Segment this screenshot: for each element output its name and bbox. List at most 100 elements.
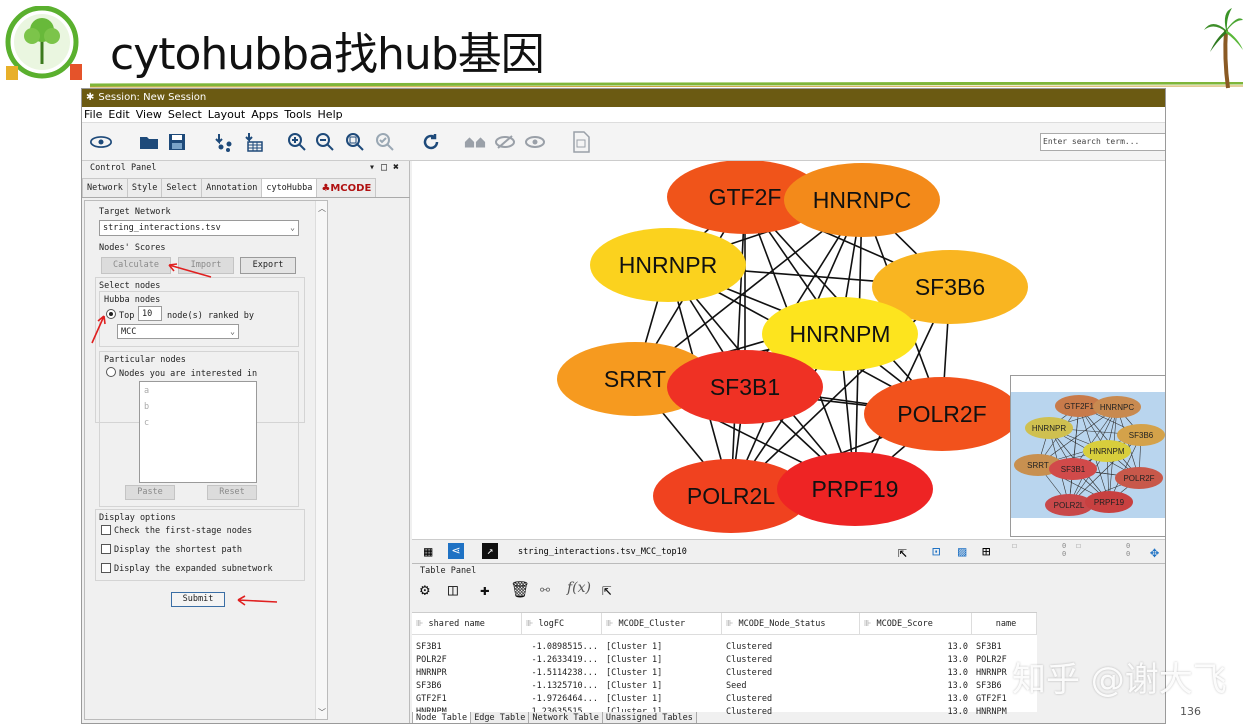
particular-nodes-radio[interactable]	[106, 367, 116, 377]
zoom-selected-icon[interactable]	[374, 132, 396, 152]
node-hnrnpr[interactable]: HNRNPR	[590, 228, 746, 302]
shortest-path-checkbox[interactable]	[101, 544, 111, 554]
nodes-textarea[interactable]: a b c	[139, 381, 257, 483]
table-cell[interactable]: SF3B6	[976, 681, 1002, 691]
node-sf3b6[interactable]: SF3B6	[872, 250, 1028, 324]
table-cell[interactable]: HNRNPR	[416, 668, 447, 678]
table-cell[interactable]: SF3B1	[976, 642, 1002, 652]
save-icon[interactable]	[166, 132, 188, 152]
table-cell[interactable]: Seed	[726, 681, 747, 691]
node-shape[interactable]	[864, 377, 1020, 451]
export-icon[interactable]: ⇱	[898, 543, 908, 561]
top-count-input[interactable]: 10	[138, 306, 162, 321]
table-cell[interactable]: HNRNPR	[976, 668, 1007, 678]
table-row[interactable]: GTF2F1 -1.9726464... [Cluster 1] Clustered 1…	[412, 693, 1037, 706]
scroll-up-icon[interactable]: ︿	[318, 204, 326, 213]
select-all-icon[interactable]: ⊞	[982, 544, 991, 560]
table-cell[interactable]: SF3B1	[416, 642, 442, 652]
menu-select[interactable]: Select	[167, 108, 202, 121]
tab-unassigned-tables[interactable]: Unassigned Tables	[601, 712, 697, 723]
panel-window-controls[interactable]: ▾□✖	[368, 162, 405, 173]
col-mcode-score[interactable]: ⊪ MCODE_Score	[860, 613, 972, 634]
table-cell[interactable]: -1.1325710...	[531, 681, 598, 691]
menu-file[interactable]: File	[84, 108, 103, 121]
node-prpf19[interactable]: PRPF19	[777, 452, 933, 526]
table-cell[interactable]: [Cluster 1]	[606, 694, 663, 704]
table-row[interactable]: SF3B6 -1.1325710... [Cluster 1] Seed 13.0 SF3…	[412, 680, 1037, 693]
node-shape[interactable]	[667, 350, 823, 424]
first-stage-checkbox[interactable]	[101, 525, 111, 535]
paste-button[interactable]: Paste	[125, 485, 175, 500]
eye-network-icon[interactable]	[90, 132, 112, 152]
tab-style[interactable]: Style	[126, 178, 163, 197]
reset-button[interactable]: Reset	[207, 485, 257, 500]
table-cell[interactable]: -1.9726464...	[531, 694, 598, 704]
col-logfc[interactable]: ⊪ logFC	[522, 613, 602, 634]
panel-scrollbar[interactable]: ︿ ﹀	[315, 201, 327, 719]
menu-edit[interactable]: Edit	[108, 108, 130, 121]
zoom-in-icon[interactable]	[286, 132, 308, 152]
col-name[interactable]: name	[972, 613, 1037, 634]
home-nodes-icon[interactable]	[464, 132, 486, 152]
table-cell[interactable]: Clustered	[726, 668, 773, 678]
table-cell[interactable]: -1.0898515...	[531, 642, 598, 652]
table-cell[interactable]: 13.0	[947, 681, 968, 691]
search-input[interactable]: Enter search term...	[1040, 133, 1165, 151]
import-button[interactable]: Import	[178, 257, 234, 274]
export-image-icon[interactable]: ↗	[482, 543, 498, 559]
table-cell[interactable]: [Cluster 1]	[606, 642, 663, 652]
node-shape[interactable]	[872, 250, 1028, 324]
import-network-icon[interactable]	[212, 132, 234, 152]
node-polr2f[interactable]: POLR2F	[864, 377, 1020, 451]
table-cell[interactable]: SF3B6	[416, 681, 442, 691]
table-cell[interactable]: Clustered	[726, 655, 773, 665]
tab-annotation[interactable]: Annotation	[201, 178, 263, 197]
table-cell[interactable]: GTF2F1	[416, 694, 447, 704]
table-cell[interactable]: Clustered	[726, 694, 773, 704]
function-icon[interactable]: f(x)	[567, 580, 592, 596]
refresh-icon[interactable]	[420, 132, 442, 152]
share-icon[interactable]: ⋖	[448, 543, 464, 559]
top-nodes-radio[interactable]	[106, 309, 116, 319]
export-button[interactable]: Export	[240, 257, 296, 274]
menu-view[interactable]: View	[135, 108, 162, 121]
tab-node-table[interactable]: Node Table	[412, 712, 472, 723]
col-shared-name[interactable]: ⊪ shared name	[412, 613, 522, 634]
delete-icon[interactable]: 🗑	[510, 580, 531, 599]
select-nodes-icon[interactable]: ⊡	[932, 544, 941, 560]
tab-select[interactable]: Select	[161, 178, 203, 197]
table-cell[interactable]: Clustered	[726, 707, 773, 717]
target-network-select[interactable]: string_interactions.tsv ⌄	[99, 220, 299, 236]
calculate-button[interactable]: Calculate	[101, 257, 171, 274]
col-mcode-cluster[interactable]: ⊪ MCODE_Cluster	[602, 613, 722, 634]
table-cell[interactable]: 13.0	[947, 668, 968, 678]
menu-tools[interactable]: Tools	[284, 108, 312, 121]
edge-gtf2f-polr2l[interactable]	[730, 196, 746, 497]
show-icon[interactable]	[524, 132, 546, 152]
zoom-out-icon[interactable]	[314, 132, 336, 152]
node-sf3b1[interactable]: SF3B1	[667, 350, 823, 424]
node-gtf2f[interactable]: GTF2F	[667, 160, 823, 234]
table-cell[interactable]: [Cluster 1]	[606, 681, 663, 691]
menu-apps[interactable]: Apps	[251, 108, 279, 121]
table-cell[interactable]: HNRNPM	[976, 707, 1007, 717]
tab-mcode[interactable]: ♣MCODE	[316, 178, 377, 197]
table-cell[interactable]: Clustered	[726, 642, 773, 652]
add-column-icon[interactable]: ✚	[480, 580, 490, 599]
table-cell[interactable]: 13.0	[947, 694, 968, 704]
node-hnrnpm[interactable]: HNRNPM	[762, 297, 918, 371]
export-document-icon[interactable]	[570, 131, 592, 153]
grid-icon[interactable]: ▦	[424, 544, 433, 560]
hide-icon[interactable]	[494, 132, 516, 152]
menu-layout[interactable]: Layout	[207, 108, 246, 121]
expanded-subnetwork-checkbox[interactable]	[101, 563, 111, 573]
node-shape[interactable]	[762, 297, 918, 371]
table-cell[interactable]: [Cluster 1]	[606, 655, 663, 665]
node-shape[interactable]	[784, 163, 940, 237]
ranking-method-select[interactable]: MCC ⌄	[117, 324, 239, 339]
table-cell[interactable]: 13.0	[947, 707, 968, 717]
